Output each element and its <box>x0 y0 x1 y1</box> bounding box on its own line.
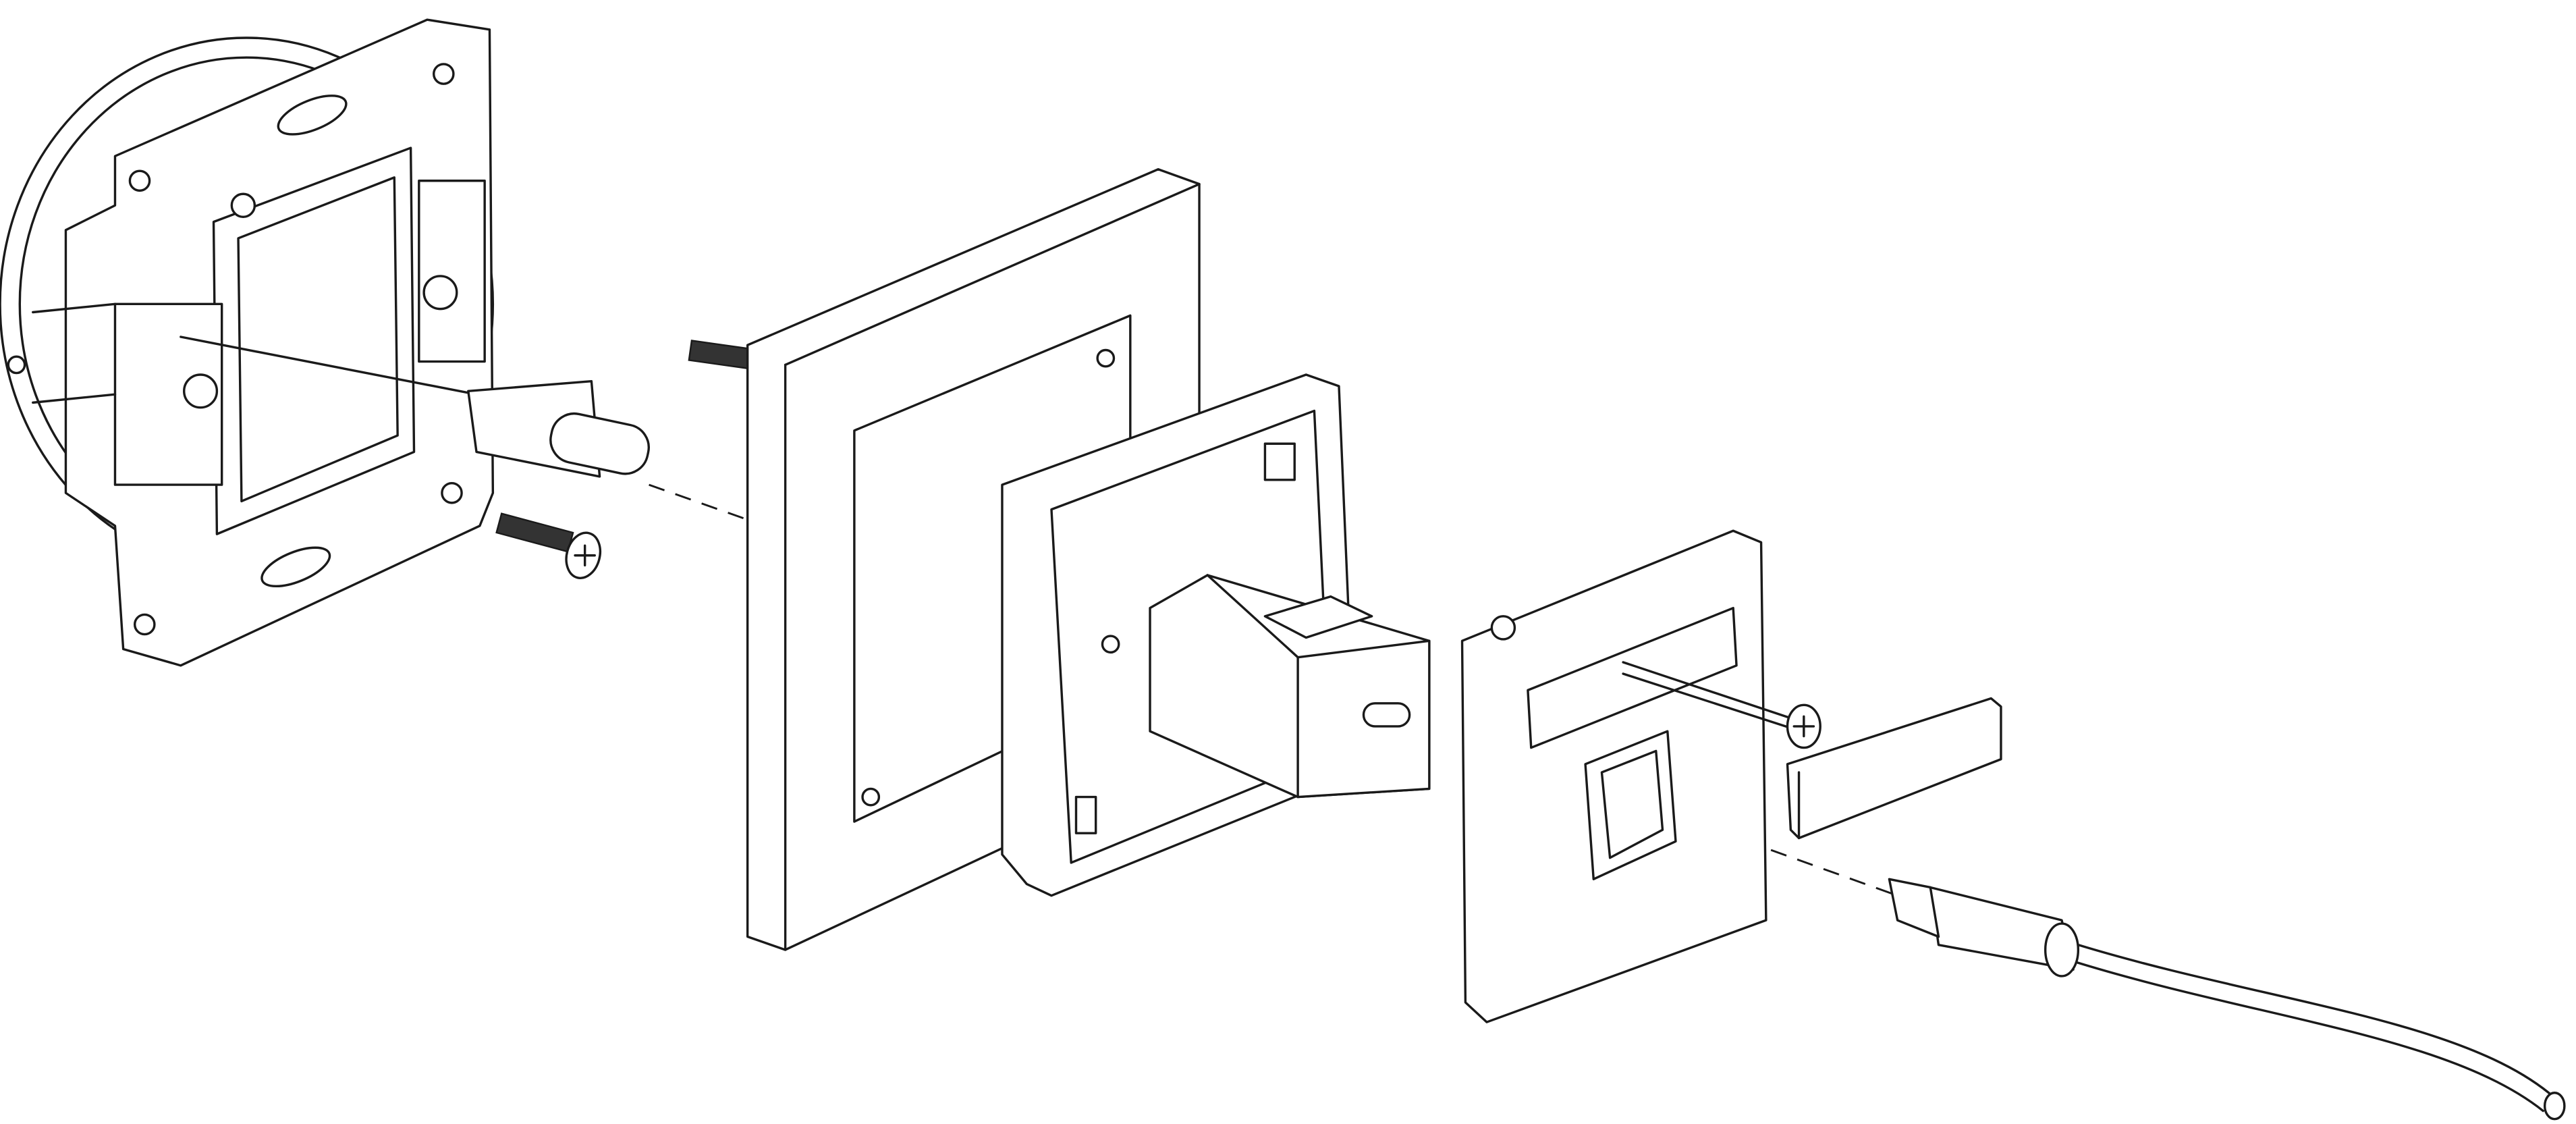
usb-c-plug-inner <box>467 380 650 478</box>
usb-c-keystone-module <box>1149 574 1431 799</box>
plate-screw <box>1622 661 1821 749</box>
mounting-screw <box>495 512 602 579</box>
mounting-frame <box>0 18 495 667</box>
assembly-axis-upper <box>649 483 757 524</box>
frame-bolt <box>688 340 755 370</box>
usb-c-cable <box>1888 878 2566 1121</box>
cover-plate <box>1460 529 1767 1023</box>
label-strip <box>1786 697 2002 840</box>
